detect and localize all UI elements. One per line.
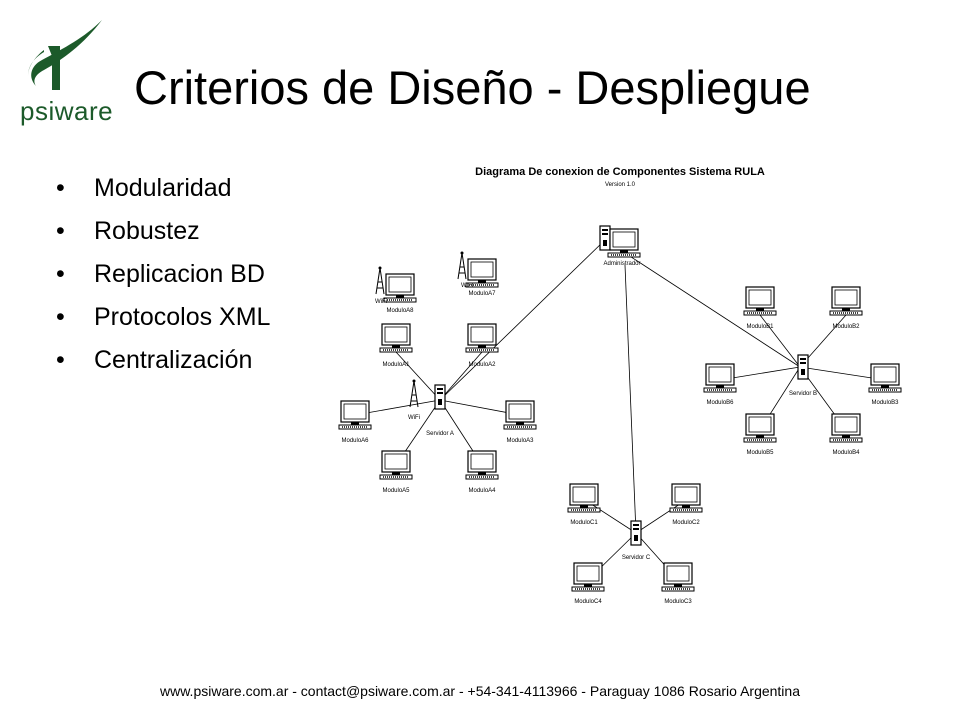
module-b6-label: ModuloB6	[706, 400, 734, 406]
bullet-item: • Centralización	[56, 344, 316, 376]
module-b4-label: ModuloB4	[832, 450, 860, 456]
psiware-logo-icon	[28, 20, 103, 90]
psiware-logo: psiware	[14, 16, 114, 126]
module-a4-label: ModuloA4	[468, 488, 496, 494]
bullet-dot-icon: •	[56, 174, 65, 202]
server-c-label: Servidor C	[622, 555, 651, 561]
bullet-list: • Modularidad • Robustez • Replicacion BD •…	[56, 172, 316, 387]
server-b-label: Servidor B	[789, 391, 817, 397]
connection-lines	[354, 239, 886, 581]
network-diagram: Diagrama De conexion de Componentes Sist…	[338, 166, 902, 605]
slide-title: Criterios de Diseño - Despliegue	[134, 61, 811, 114]
admin-server-icon	[599, 225, 611, 251]
module-c3-label: ModuloC3	[664, 599, 692, 605]
footer-contact: www.psiware.com.ar - contact@psiware.com…	[160, 683, 800, 699]
wifi-label: WiFi	[461, 283, 473, 289]
module-b6-icon	[703, 363, 737, 393]
module-a4-icon	[465, 450, 499, 480]
wifi-label: WiFi	[408, 415, 420, 421]
module-c1-label: ModuloC1	[570, 520, 598, 526]
bullet-item: • Modularidad	[56, 172, 316, 204]
bullet-text: Replicacion BD	[94, 260, 265, 288]
bullet-dot-icon: •	[56, 217, 65, 245]
module-c2-label: ModuloC2	[672, 520, 700, 526]
module-b3-icon	[868, 363, 902, 393]
module-b2-icon	[829, 286, 863, 316]
bullet-text: Robustez	[94, 217, 200, 245]
module-a5-icon	[379, 450, 413, 480]
wifi-antenna-icon	[457, 251, 467, 280]
bullet-text: Centralización	[94, 346, 253, 374]
module-a3-icon	[503, 400, 537, 430]
module-b3-label: ModuloB3	[871, 400, 899, 406]
module-c4-label: ModuloC4	[574, 599, 602, 605]
module-b2-label: ModuloB2	[832, 324, 860, 330]
wifi-antenna-icon	[375, 266, 385, 295]
wifi-label: WiFi	[375, 299, 387, 305]
bullet-dot-icon: •	[56, 303, 65, 331]
module-a5-label: ModuloA5	[382, 488, 410, 494]
module-b5-label: ModuloB5	[746, 450, 774, 456]
server-c-icon	[630, 520, 642, 546]
diagram-title: Diagrama De conexion de Componentes Sist…	[475, 166, 765, 178]
server-a-icon	[434, 384, 446, 410]
module-a6-label: ModuloA6	[341, 438, 369, 444]
module-a1-label: ModuloA1	[382, 362, 410, 368]
admin-pc-icon	[607, 228, 641, 258]
module-c1-icon	[567, 483, 601, 513]
module-b1-label: ModuloB1	[746, 324, 774, 330]
bullet-dot-icon: •	[56, 260, 65, 288]
module-a1-icon	[379, 323, 413, 353]
module-a2-icon	[465, 323, 499, 353]
bullet-text: Protocolos XML	[94, 303, 271, 331]
diagram-version: Version 1.0	[605, 182, 636, 188]
bullet-item: • Robustez	[56, 215, 316, 247]
bullet-item: • Replicacion BD	[56, 258, 316, 290]
module-b1-icon	[743, 286, 777, 316]
bullet-text: Modularidad	[94, 174, 232, 202]
module-c3-icon	[661, 562, 695, 592]
server-b-icon	[797, 354, 809, 380]
module-c2-icon	[669, 483, 703, 513]
module-c4-icon	[571, 562, 605, 592]
module-b5-icon	[743, 413, 777, 443]
bullet-dot-icon: •	[56, 346, 65, 374]
module-a6-icon	[338, 400, 372, 430]
module-a2-label: ModuloA2	[468, 362, 496, 368]
admin-label: Administrador	[603, 261, 640, 267]
logo-text: psiware	[20, 96, 114, 126]
module-b4-icon	[829, 413, 863, 443]
bullet-item: • Protocolos XML	[56, 301, 316, 333]
module-a8-label: ModuloA8	[386, 308, 414, 314]
wifi-antenna-icon	[409, 379, 419, 408]
module-a7-label: ModuloA7	[468, 291, 496, 297]
module-a8-icon	[383, 273, 417, 303]
module-a3-label: ModuloA3	[506, 438, 534, 444]
server-a-label: Servidor A	[426, 431, 454, 437]
